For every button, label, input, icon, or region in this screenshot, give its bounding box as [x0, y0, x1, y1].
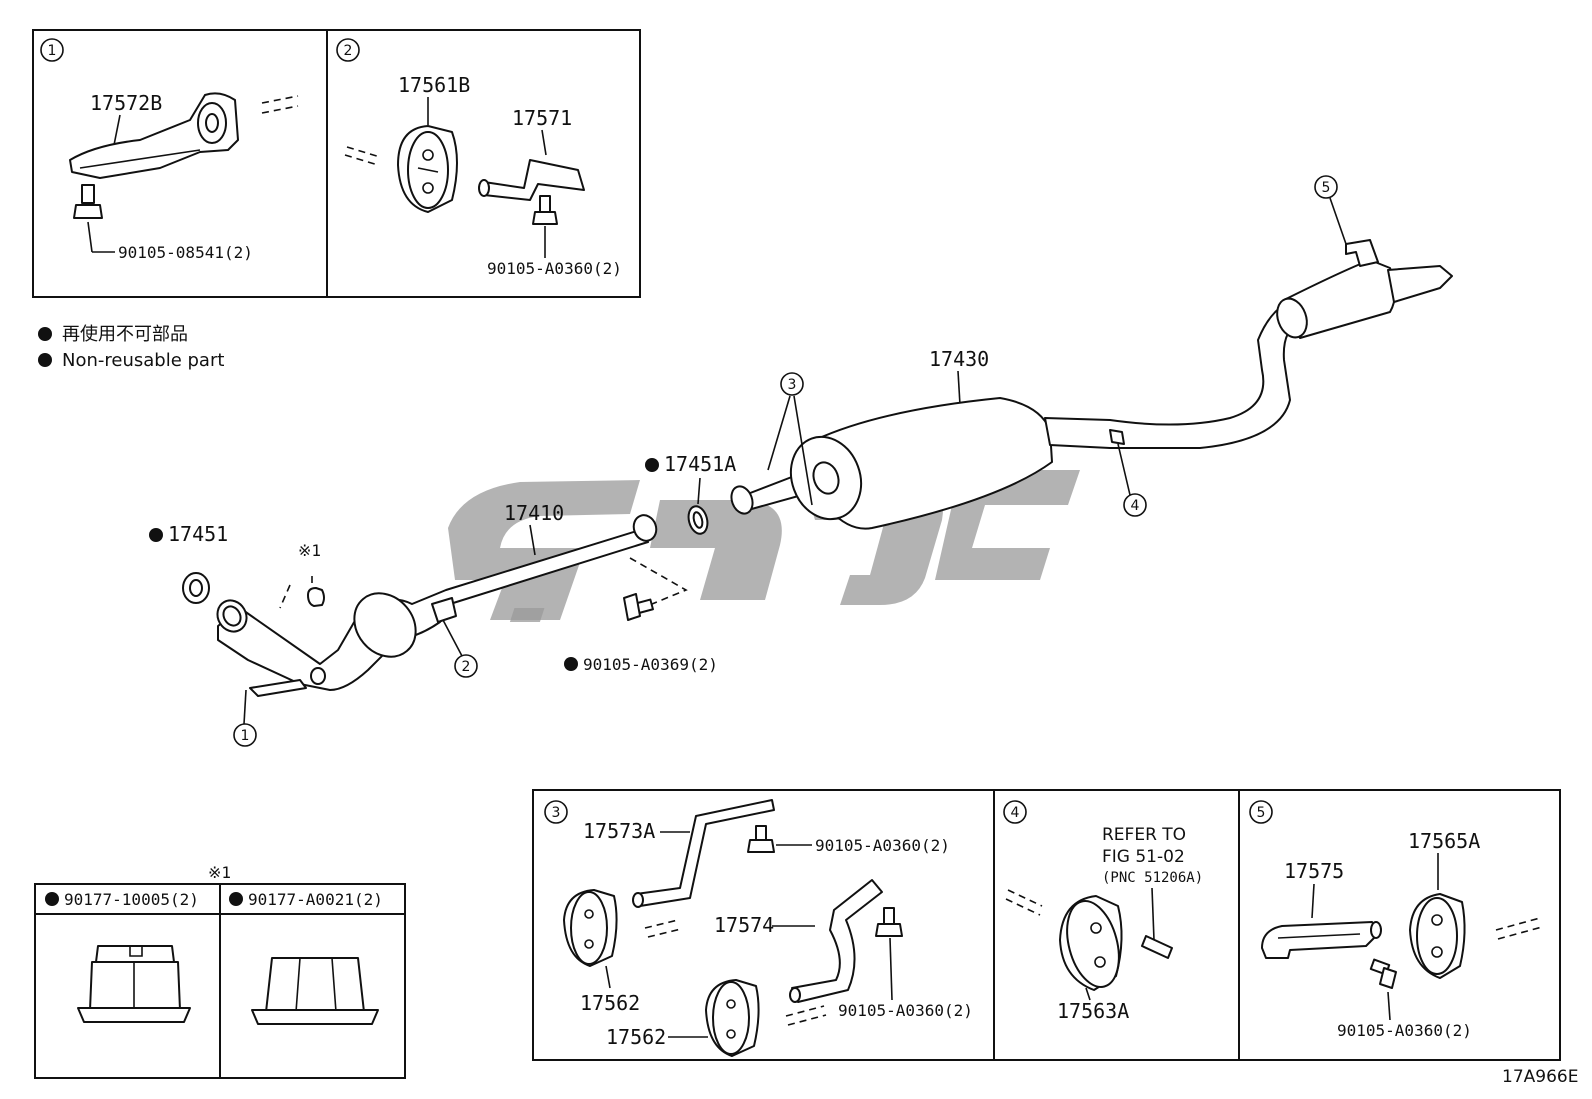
label-17430: 17430 [929, 347, 989, 371]
label-17561B: 17561B [398, 73, 470, 97]
label-90177-A0021: 90177-A0021(2) [248, 890, 383, 909]
box2-number: 2 [344, 43, 353, 59]
rubber-hanger-17563A [1059, 895, 1123, 991]
bolt-90105-A0360-box3a [747, 825, 775, 853]
gasket-17451A [687, 505, 709, 535]
box5-number: 5 [1257, 805, 1266, 821]
nut-table: ※1 90177-10005(2) 90177-A0021(2) [34, 863, 406, 1079]
label-17563A: 17563A [1057, 999, 1129, 1023]
legend-jp: 再使用不可部品 [62, 324, 188, 345]
nut-mark-main: ※1 [298, 541, 321, 560]
bolt-90105-A0360-box5 [1369, 958, 1397, 989]
detail-box-1: 1 17572B 90105-08541(2) [32, 29, 328, 298]
bolt-90105-A0369 [623, 593, 654, 621]
label-17565A: 17565A [1408, 829, 1480, 853]
label-17451: 17451 [168, 522, 228, 546]
hanger-rod-17574 [789, 879, 883, 1003]
muffler-17430 [730, 239, 1453, 530]
callout-4: 4 [1131, 498, 1140, 514]
nut-90177-A0021 [251, 957, 379, 1025]
ref-line-2: FIG 51-02 [1102, 847, 1185, 867]
rubber-hanger-17562-a [563, 889, 618, 967]
rubber-hanger-17562-b [705, 979, 760, 1057]
callout-1: 1 [241, 728, 250, 744]
detail-box-2: 2 17561B 17571 90105-A0360(2) [326, 29, 641, 298]
callout-5: 5 [1322, 180, 1331, 196]
detail-box-4: 4 REFER TO FIG 51-02 (PNC 51206A) 17563A [993, 789, 1240, 1061]
label-17451A: 17451A [664, 452, 736, 476]
label-17573A: 17573A [583, 819, 655, 843]
label-90105-A0360-box5: 90105-A0360(2) [1337, 1021, 1472, 1040]
label-90105-08541: 90105-08541(2) [118, 243, 253, 262]
figure-code: 17A966E [1502, 1067, 1578, 1087]
box1-number: 1 [48, 43, 57, 59]
rubber-hanger-17561B [397, 125, 458, 213]
nut-table-mark: ※1 [208, 863, 231, 882]
legend: 再使用不可部品 Non-reusable part [38, 324, 224, 371]
bolt-90105-A0360-box3b [875, 907, 903, 937]
hanger-bracket-17572B [69, 92, 239, 179]
legend-en: Non-reusable part [62, 350, 224, 371]
front-pipe-17410 [216, 514, 658, 697]
bracket-17575 [1261, 921, 1382, 959]
label-17562-b: 17562 [606, 1025, 666, 1049]
hanger-rod-17573A [632, 799, 775, 908]
ref-line-3: (PNC 51206A) [1102, 870, 1203, 886]
label-17572B: 17572B [90, 91, 162, 115]
rubber-hanger-17565A [1409, 893, 1466, 979]
box4-number: 4 [1011, 805, 1020, 821]
detail-box-5: 5 17575 17565A 90105-A0360(2) [1238, 789, 1561, 1061]
label-17574: 17574 [714, 913, 774, 937]
label-17575: 17575 [1284, 859, 1344, 883]
callout-3: 3 [788, 377, 797, 393]
label-90105-A0369: 90105-A0369(2) [583, 655, 718, 674]
label-17571: 17571 [512, 106, 572, 130]
label-17562-a: 17562 [580, 991, 640, 1015]
label-90105-A0360-box3b: 90105-A0360(2) [838, 1001, 973, 1020]
detail-box-3: 3 17573A 90105-A0360(2) 17574 90105-A036… [532, 789, 995, 1061]
label-90177-10005: 90177-10005(2) [64, 890, 199, 909]
label-90105-A0360-box2: 90105-A0360(2) [487, 259, 622, 278]
gasket-17451 [182, 572, 210, 604]
bolt-90105-A0360-box2 [532, 195, 558, 225]
ref-line-1: REFER TO [1102, 825, 1186, 845]
nut-90177-10005 [77, 945, 191, 1023]
hanger-rod-17571 [478, 159, 585, 201]
box3-number: 3 [552, 805, 561, 821]
label-17410: 17410 [504, 501, 564, 525]
bolt-90105-08541 [73, 184, 103, 219]
callout-2: 2 [462, 659, 471, 675]
label-90105-A0360-box3a: 90105-A0360(2) [815, 836, 950, 855]
main-assembly: 17451 ※1 17410 1 2 [149, 175, 1453, 747]
